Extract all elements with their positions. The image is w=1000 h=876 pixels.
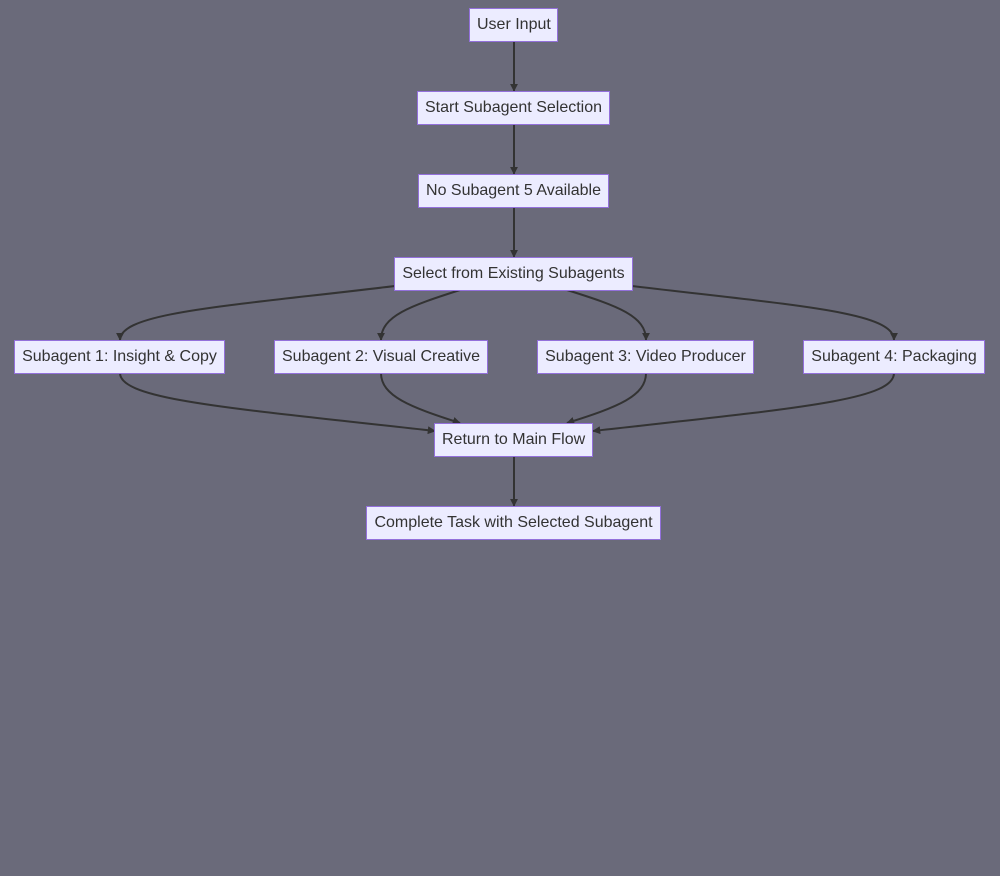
edge-select-existing-to-subagent-4	[631, 285, 898, 341]
edge-select-existing-to-subagent-3	[566, 289, 650, 341]
node-complete-task: Complete Task with Selected Subagent	[366, 506, 661, 540]
node-subagent-1: Subagent 1: Insight & Copy	[14, 340, 225, 374]
node-user-input: User Input	[469, 8, 558, 42]
node-select-existing: Select from Existing Subagents	[394, 257, 633, 291]
node-subagent-2: Subagent 2: Visual Creative	[274, 340, 488, 374]
edge-subagent-1-to-return-main	[119, 372, 436, 435]
edge-subagent-3-to-return-main	[566, 372, 647, 425]
node-subagent-3: Subagent 3: Video Producer	[537, 340, 754, 374]
edge-subagent-4-to-return-main	[592, 372, 895, 435]
node-return-main: Return to Main Flow	[434, 423, 593, 457]
edge-select-existing-to-subagent-1	[116, 285, 396, 341]
node-no-subagent-5: No Subagent 5 Available	[418, 174, 609, 208]
node-start-selection: Start Subagent Selection	[417, 91, 610, 125]
edge-select-existing-to-subagent-2	[377, 289, 461, 341]
node-subagent-4: Subagent 4: Packaging	[803, 340, 985, 374]
edge-subagent-2-to-return-main	[380, 372, 461, 425]
